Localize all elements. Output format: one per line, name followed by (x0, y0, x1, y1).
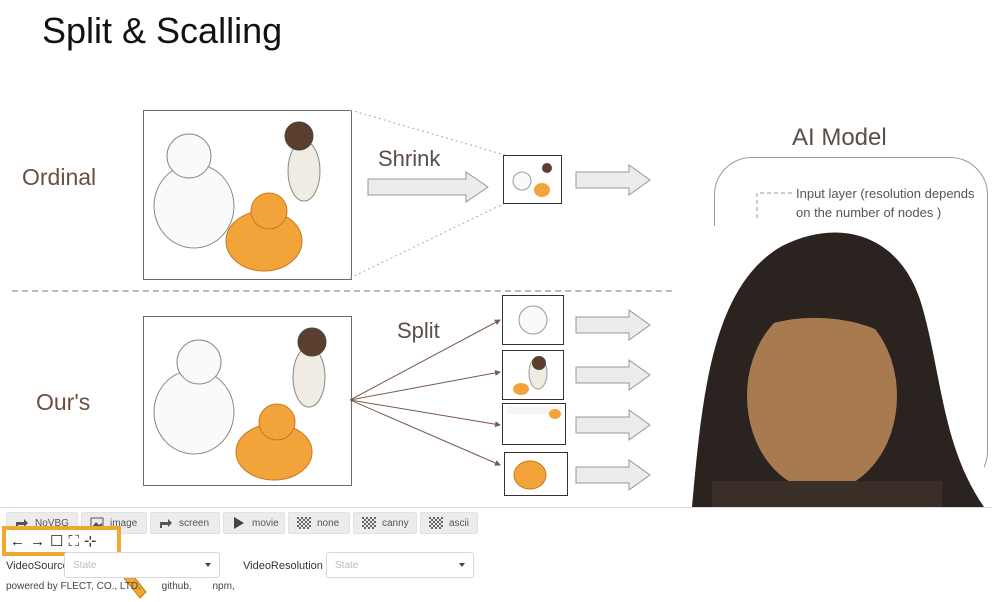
footer: powered by FLECT, CO., LTD. github, npm, (6, 581, 253, 592)
chevron-down-icon (205, 563, 211, 567)
cats-illustration (153, 121, 321, 272)
shrink-label: Shrink (378, 146, 441, 171)
image-label: image (110, 517, 138, 529)
exit-fullscreen-icon[interactable]: ⊹ (83, 533, 97, 550)
movie-button[interactable]: movie (223, 512, 285, 534)
screen-label: screen (179, 517, 210, 529)
ordinal-image-frame (143, 110, 352, 280)
video-source-select[interactable]: State (64, 552, 220, 578)
split-label: Split (397, 318, 440, 343)
video-resolution-label: VideoResolution (243, 560, 323, 572)
input-layer-pointer (756, 192, 793, 218)
arrow-left-icon[interactable]: ← (10, 532, 25, 550)
row-label-ordinal: Ordinal (22, 164, 97, 190)
checker-icon (297, 517, 311, 529)
webcam-overlay (672, 226, 984, 507)
fullscreen-icon[interactable]: ⛶ (68, 532, 79, 550)
chevron-down-icon (459, 563, 465, 567)
split-output-arrow-2 (575, 359, 651, 391)
split-tile-1 (502, 295, 564, 345)
none-button[interactable]: none (288, 512, 350, 534)
video-source-label: VideoSource (6, 560, 69, 572)
canny-label: canny (382, 517, 409, 529)
npm-link[interactable]: npm, (212, 581, 235, 592)
split-tile-4 (504, 452, 568, 496)
powered-by-text[interactable]: powered by FLECT, CO., LTD. (6, 581, 141, 592)
ai-model-title: AI Model (792, 124, 887, 151)
cats-illustration-ours (153, 327, 327, 481)
shrunk-thumbnail (503, 155, 562, 204)
share-icon (15, 517, 29, 529)
play-icon (232, 517, 246, 529)
github-link[interactable]: github, (161, 581, 192, 592)
video-resolution-select[interactable]: State (326, 552, 474, 578)
ascii-button[interactable]: ascii (420, 512, 478, 534)
presentation-slide: Split & Scalling Ordinal Our's Shrink (12, 10, 988, 507)
ours-image-frame (143, 316, 352, 486)
split-output-arrow-1 (575, 309, 651, 341)
section-divider (12, 290, 702, 292)
checker-icon (362, 517, 376, 529)
split-arrows (350, 319, 501, 466)
split-tile-3 (502, 403, 566, 445)
arrow-to-model (575, 164, 651, 196)
movie-label: movie (252, 517, 279, 529)
share-icon (159, 517, 173, 529)
slide-title: Split & Scalling (42, 10, 283, 51)
zoom-lines (350, 109, 506, 279)
input-layer-label: Input layer (resolution depends on the n… (796, 186, 975, 220)
screen-button[interactable]: screen (150, 512, 220, 534)
row-label-ours: Our's (36, 389, 91, 415)
video-source-placeholder: State (73, 560, 97, 571)
split-output-arrow-3 (575, 409, 651, 441)
square-icon[interactable]: ☐ (50, 533, 64, 550)
none-label: none (317, 517, 340, 529)
checker-icon (429, 517, 443, 529)
ascii-label: ascii (449, 517, 470, 529)
canny-button[interactable]: canny (353, 512, 417, 534)
arrow-right-icon[interactable]: → (30, 532, 45, 550)
view-controls-highlight: ← → ☐ ⛶ ⊹ (2, 526, 121, 556)
shrink-arrow (367, 171, 489, 203)
split-output-arrow-4 (575, 459, 651, 491)
video-resolution-placeholder: State (335, 560, 359, 571)
novbg-label: NoVBG (35, 517, 69, 529)
split-tile-2 (502, 350, 564, 400)
control-toolbar: NoVBG image screen movie none canny asci… (0, 507, 992, 602)
presenter-video (672, 226, 984, 507)
